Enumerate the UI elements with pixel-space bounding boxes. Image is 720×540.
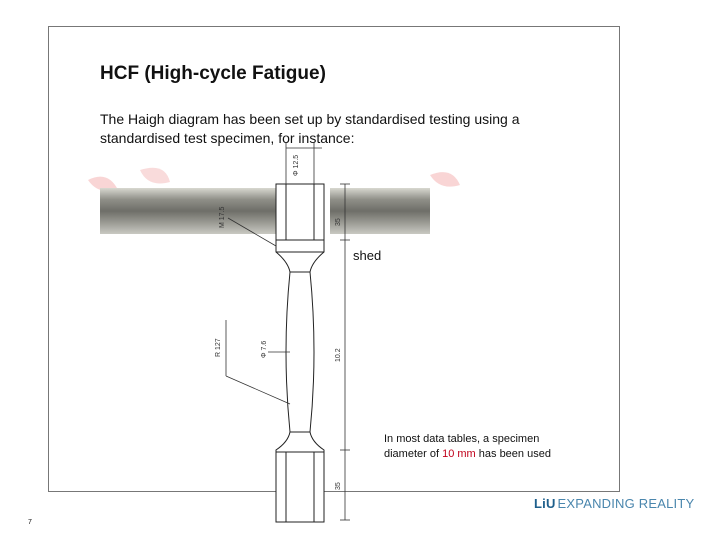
specimen-drawing <box>275 183 325 523</box>
dimension-lines <box>225 142 350 521</box>
note-highlight: 10 mm <box>442 448 476 460</box>
dim-top-length: 35 <box>335 218 342 226</box>
specimen-note: In most data tables, a specimen diameter… <box>384 432 584 462</box>
specimen-photo-left <box>100 188 280 234</box>
dim-bottom-length: 35 <box>335 482 342 490</box>
dim-radius: R 127 <box>215 338 222 357</box>
slide-title: HCF (High-cycle Fatigue) <box>100 63 326 84</box>
slide-number: 7 <box>28 519 32 526</box>
dim-thread: M 17.5 <box>219 206 226 228</box>
dim-waist-diameter: Φ 7.6 <box>261 341 268 358</box>
brand-mark: LiU <box>534 496 556 511</box>
partial-text: shed <box>353 248 382 263</box>
slide-frame <box>48 26 620 492</box>
dim-top-diameter: Φ 12.5 <box>293 155 300 176</box>
specimen-photo-right <box>330 188 430 234</box>
intro-paragraph: The Haigh diagram has been set up by sta… <box>100 111 520 146</box>
note-text-end: has been used <box>475 448 551 460</box>
brand-tagline: EXPANDING REALITY <box>557 496 695 511</box>
dim-mid-length: 10.2 <box>335 348 342 362</box>
note-text-start: In most data tables, a specimen diameter… <box>384 433 540 460</box>
